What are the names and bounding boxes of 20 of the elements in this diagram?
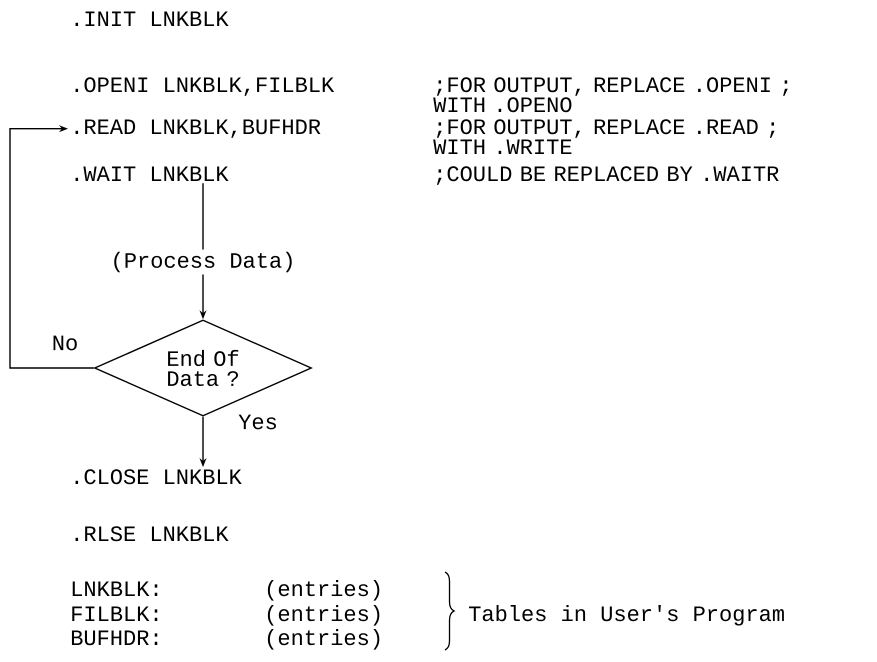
table-text: FILBLK: bbox=[72, 606, 158, 621]
table-text: Tables in User's Program bbox=[469, 605, 784, 626]
comment-text: ;FOR OUTPUT, REPLACE .READ ; WITH .WRITE bbox=[433, 119, 775, 154]
table-text: BUFHDR: bbox=[72, 630, 158, 646]
table-text: (entries) bbox=[268, 580, 380, 601]
comment-text: ;COULD BE REPLACED BY .WAITR bbox=[436, 166, 779, 185]
edge-label: Yes bbox=[237, 414, 279, 430]
arrow bbox=[9, 125, 94, 369]
comment-text: ;FOR OUTPUT, REPLACE .OPENI ; WITH .OPENO bbox=[433, 77, 788, 112]
edge-label: No bbox=[50, 334, 80, 352]
code-line: .OPENI LNKBLK,FILBLK bbox=[76, 77, 334, 96]
table-text: LNKBLK: bbox=[72, 582, 158, 596]
code-line: .RLSE LNKBLK bbox=[76, 526, 229, 542]
code-line: .CLOSE LNKBLK bbox=[76, 469, 242, 484]
code-line: .WAIT LNKBLK bbox=[76, 166, 229, 181]
code-line: .READ LNKBLK,BUFHDR bbox=[76, 120, 320, 138]
step-text: (Process Data) bbox=[114, 252, 292, 272]
table-text: (entries) bbox=[268, 629, 380, 650]
code-line: .INIT LNKBLK bbox=[76, 12, 229, 26]
table-text: (entries) bbox=[268, 605, 380, 626]
